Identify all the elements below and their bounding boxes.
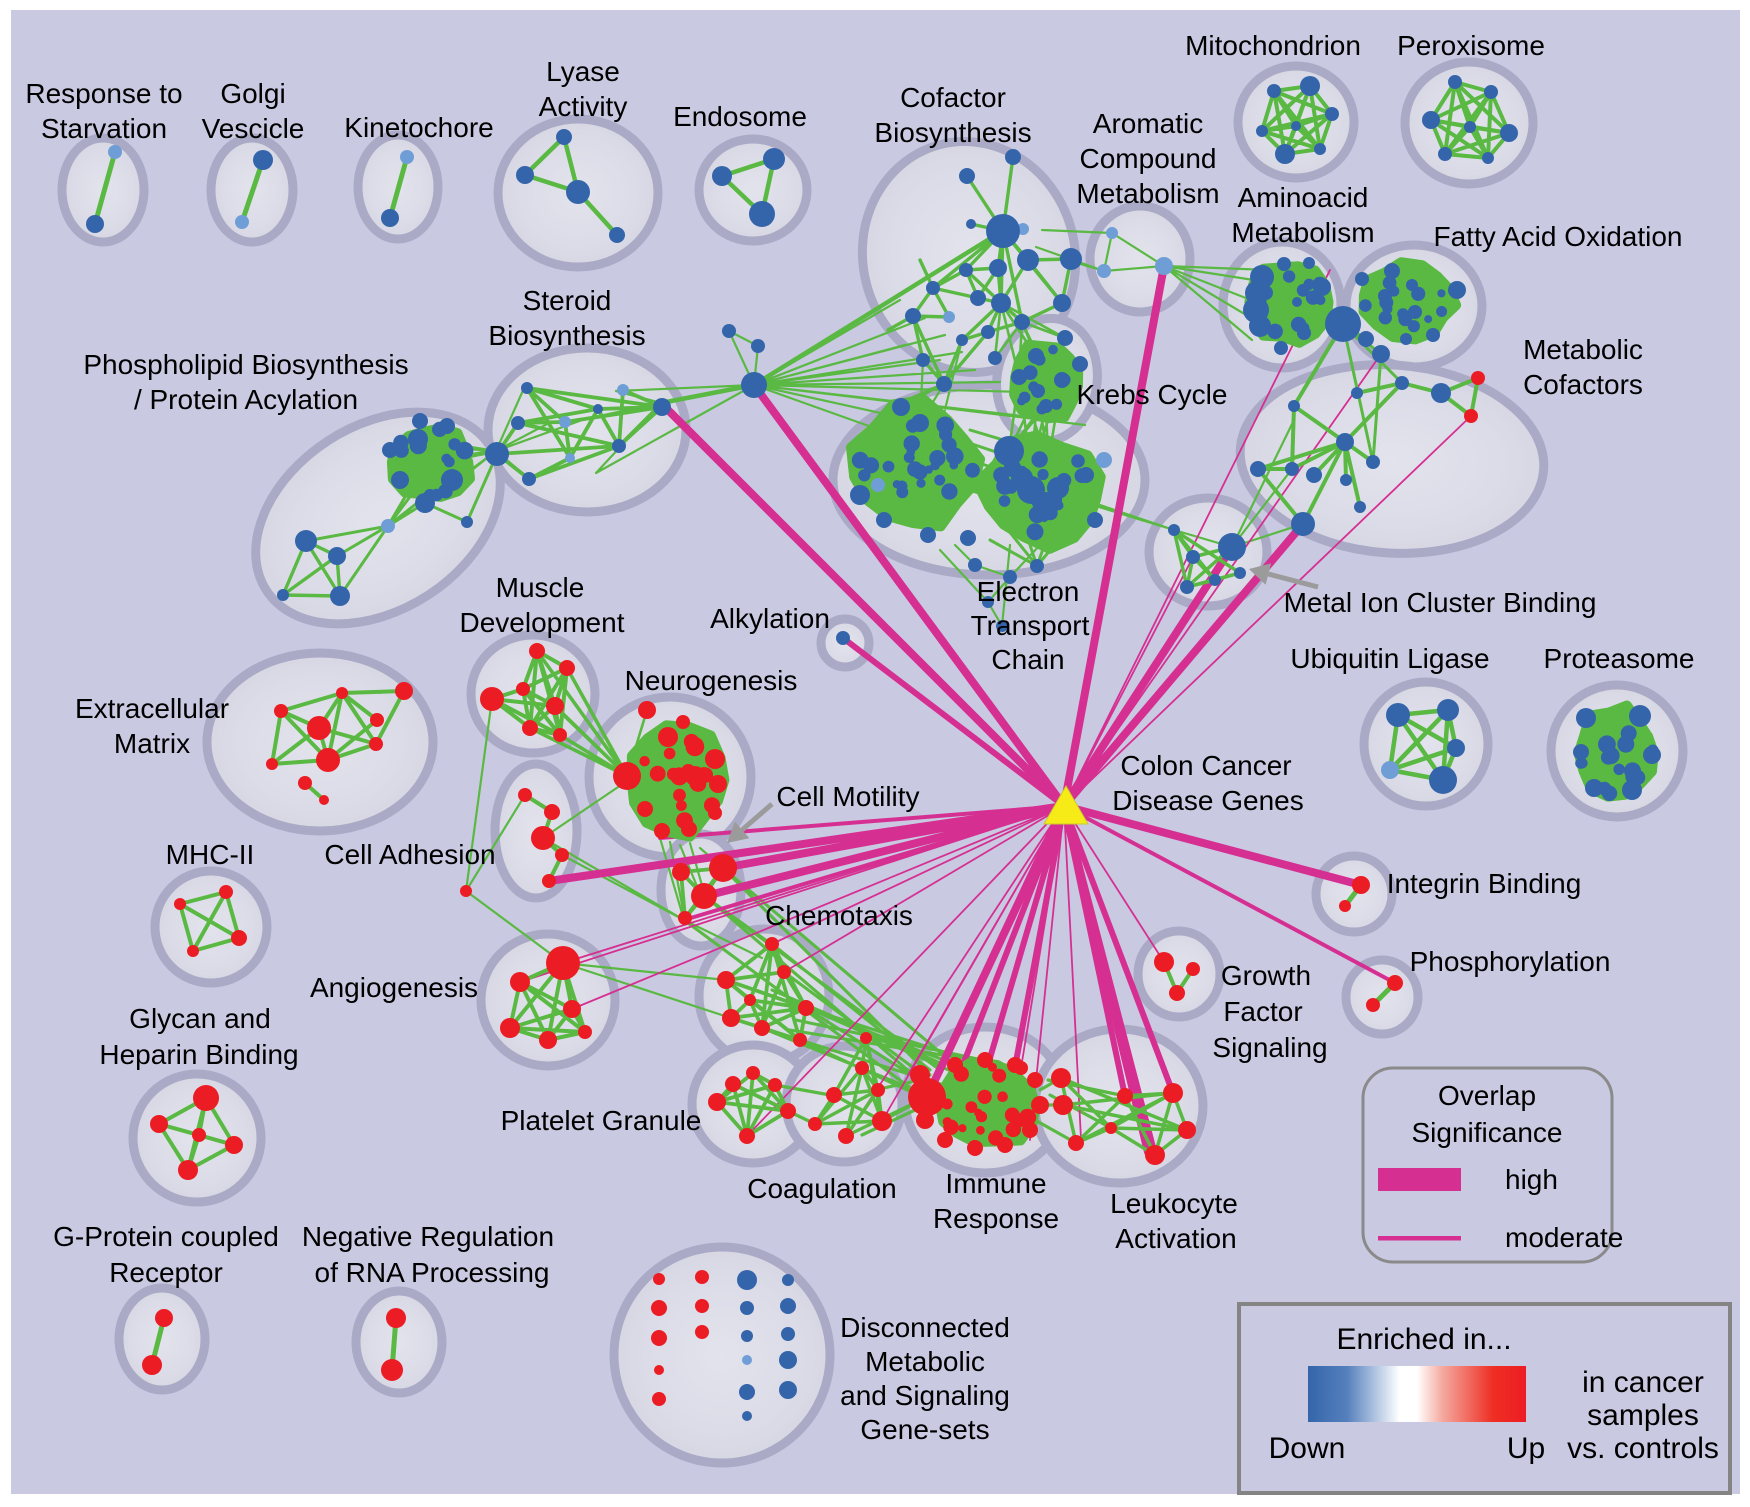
svg-text:Cell Motility: Cell Motility: [776, 781, 919, 812]
svg-text:Platelet Granule: Platelet Granule: [501, 1105, 702, 1136]
svg-text:of RNA Processing: of RNA Processing: [315, 1257, 550, 1288]
svg-text:Metal Ion Cluster Binding: Metal Ion Cluster Binding: [1284, 587, 1597, 618]
svg-text:Integrin Binding: Integrin Binding: [1387, 868, 1582, 899]
svg-text:Vescicle: Vescicle: [202, 113, 305, 144]
svg-text:Cofactors: Cofactors: [1523, 369, 1643, 400]
svg-text:Factor: Factor: [1223, 996, 1302, 1027]
svg-text:samples: samples: [1587, 1399, 1699, 1432]
svg-text:Neurogenesis: Neurogenesis: [625, 665, 798, 696]
svg-text:Krebs Cycle: Krebs Cycle: [1077, 379, 1228, 410]
svg-text:Metabolism: Metabolism: [1231, 217, 1374, 248]
svg-text:Steroid: Steroid: [523, 285, 612, 316]
svg-text:Aminoacid: Aminoacid: [1238, 182, 1369, 213]
svg-text:Fatty Acid Oxidation: Fatty Acid Oxidation: [1433, 221, 1682, 252]
svg-text:Growth: Growth: [1221, 960, 1311, 991]
svg-text:Negative Regulation: Negative Regulation: [302, 1221, 554, 1252]
svg-text:Coagulation: Coagulation: [747, 1173, 896, 1204]
svg-text:Signaling: Signaling: [1212, 1032, 1327, 1063]
svg-text:Leukocyte: Leukocyte: [1110, 1188, 1238, 1219]
svg-text:Angiogenesis: Angiogenesis: [310, 972, 478, 1003]
svg-text:Colon Cancer: Colon Cancer: [1120, 750, 1291, 781]
svg-text:moderate: moderate: [1505, 1222, 1623, 1253]
svg-text:Peroxisome: Peroxisome: [1397, 30, 1545, 61]
svg-text:high: high: [1505, 1164, 1558, 1195]
svg-text:Starvation: Starvation: [41, 113, 167, 144]
svg-text:Phospholipid Biosynthesis: Phospholipid Biosynthesis: [83, 349, 408, 380]
svg-text:Response: Response: [933, 1203, 1059, 1234]
svg-text:MHC-II: MHC-II: [166, 839, 255, 870]
svg-text:Response to: Response to: [25, 78, 182, 109]
svg-text:Heparin Binding: Heparin Binding: [99, 1039, 298, 1070]
svg-text:Mitochondrion: Mitochondrion: [1185, 30, 1361, 61]
svg-text:Development: Development: [460, 607, 625, 638]
svg-text:Golgi: Golgi: [220, 78, 285, 109]
svg-text:Cofactor: Cofactor: [900, 82, 1006, 113]
svg-text:Activation: Activation: [1115, 1223, 1236, 1254]
svg-text:Activity: Activity: [539, 91, 628, 122]
svg-text:Significance: Significance: [1412, 1117, 1563, 1148]
svg-text:Matrix: Matrix: [114, 728, 190, 759]
svg-text:Overlap: Overlap: [1438, 1080, 1536, 1111]
svg-text:Proteasome: Proteasome: [1544, 643, 1695, 674]
svg-text:and Signaling: and Signaling: [840, 1380, 1010, 1411]
svg-text:/ Protein Acylation: / Protein Acylation: [134, 384, 358, 415]
svg-text:Gene-sets: Gene-sets: [860, 1414, 989, 1445]
svg-text:Chemotaxis: Chemotaxis: [765, 900, 913, 931]
svg-text:Chain: Chain: [991, 644, 1064, 675]
svg-text:Receptor: Receptor: [109, 1257, 223, 1288]
svg-text:Ubiquitin Ligase: Ubiquitin Ligase: [1290, 643, 1489, 674]
svg-text:Alkylation: Alkylation: [710, 603, 830, 634]
svg-text:Metabolism: Metabolism: [1076, 178, 1219, 209]
svg-text:Disease Genes: Disease Genes: [1112, 785, 1303, 816]
svg-text:Biosynthesis: Biosynthesis: [488, 320, 645, 351]
svg-text:Endosome: Endosome: [673, 101, 807, 132]
svg-text:Up: Up: [1507, 1432, 1545, 1465]
svg-text:Electron: Electron: [977, 576, 1080, 607]
svg-text:Muscle: Muscle: [496, 572, 585, 603]
svg-text:in cancer: in cancer: [1582, 1366, 1704, 1399]
svg-text:Lyase: Lyase: [546, 56, 620, 87]
svg-text:Phosphorylation: Phosphorylation: [1410, 946, 1611, 977]
svg-text:Extracellular: Extracellular: [75, 693, 229, 724]
svg-text:Disconnected: Disconnected: [840, 1312, 1010, 1343]
svg-text:Cell Adhesion: Cell Adhesion: [324, 839, 495, 870]
svg-text:Transport: Transport: [971, 610, 1090, 641]
svg-text:vs. controls: vs. controls: [1567, 1432, 1719, 1465]
svg-text:Aromatic: Aromatic: [1093, 108, 1203, 139]
svg-text:Compound: Compound: [1080, 143, 1217, 174]
svg-text:Glycan and: Glycan and: [129, 1003, 271, 1034]
svg-text:Down: Down: [1269, 1432, 1346, 1465]
svg-text:G-Protein coupled: G-Protein coupled: [53, 1221, 279, 1252]
svg-text:Enriched in...: Enriched in...: [1336, 1323, 1511, 1356]
svg-text:Immune: Immune: [945, 1168, 1046, 1199]
svg-text:Metabolic: Metabolic: [1523, 334, 1643, 365]
svg-text:Kinetochore: Kinetochore: [344, 112, 493, 143]
svg-text:Metabolic: Metabolic: [865, 1346, 985, 1377]
svg-text:Biosynthesis: Biosynthesis: [874, 117, 1031, 148]
